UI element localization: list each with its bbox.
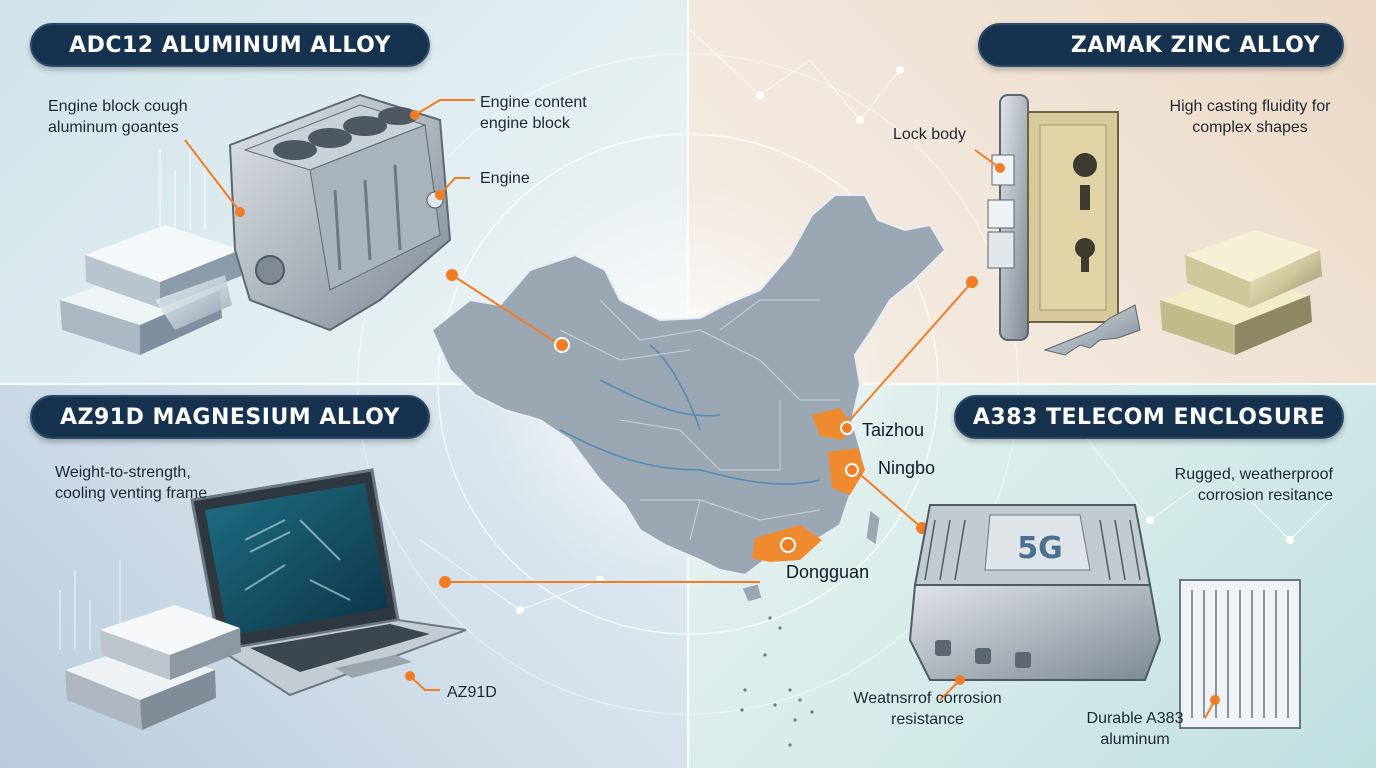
weight-strength-label: Weight-to-strength, cooling venting fram… (55, 464, 208, 502)
zinc-ingots-icon (1160, 230, 1322, 355)
radiator-icon (1179, 579, 1301, 729)
telecom-enclosure-icon (908, 504, 1162, 681)
enclosure-callouts (939, 675, 1220, 719)
aluminum-ingots-icon (60, 225, 241, 355)
az91d-label: AZ91D (447, 684, 497, 701)
adc12-title: ADC12 ALUMINUM ALLOY (30, 23, 430, 67)
laptop-callout (405, 671, 440, 691)
a383-title: A383 TELECOM ENCLOSURE (954, 395, 1344, 439)
az91d-title: AZ91D MAGNESIUM ALLOY (30, 395, 430, 439)
engine-callouts (184, 99, 475, 217)
weatherproof-label: Weatnsrrof corrosion resistance (853, 690, 1002, 728)
laptop-icon (190, 468, 467, 697)
connector-lines (445, 274, 973, 583)
enclosure-badge: 5G (1017, 531, 1063, 566)
rugged-label: Rugged, weatherproof corrosion resitance (1174, 466, 1333, 504)
engine-block-icon (228, 93, 452, 332)
connector-dots (439, 269, 978, 588)
zamak-title: ZAMAK ZINC ALLOY (978, 23, 1344, 67)
lock-body-label: Lock body (893, 126, 966, 143)
engine-block-label: Engine block cough aluminum goantes (48, 98, 188, 136)
magnesium-ingots-icon (65, 605, 241, 730)
engine-content-label: Engine content engine block (480, 94, 587, 132)
lock-body-icon (987, 94, 1141, 356)
casting-fluidity-label: High casting fluidity for complex shapes (1169, 98, 1331, 136)
durable-a383-label: Durable A383 aluminum (1086, 710, 1184, 748)
lock-callout (974, 149, 1005, 173)
city-ningbo: Ningbo (878, 458, 936, 478)
city-taizhou: Taizhou (862, 420, 925, 440)
city-dongguan: Dongguan (786, 562, 870, 582)
engine-label: Engine (480, 170, 530, 187)
